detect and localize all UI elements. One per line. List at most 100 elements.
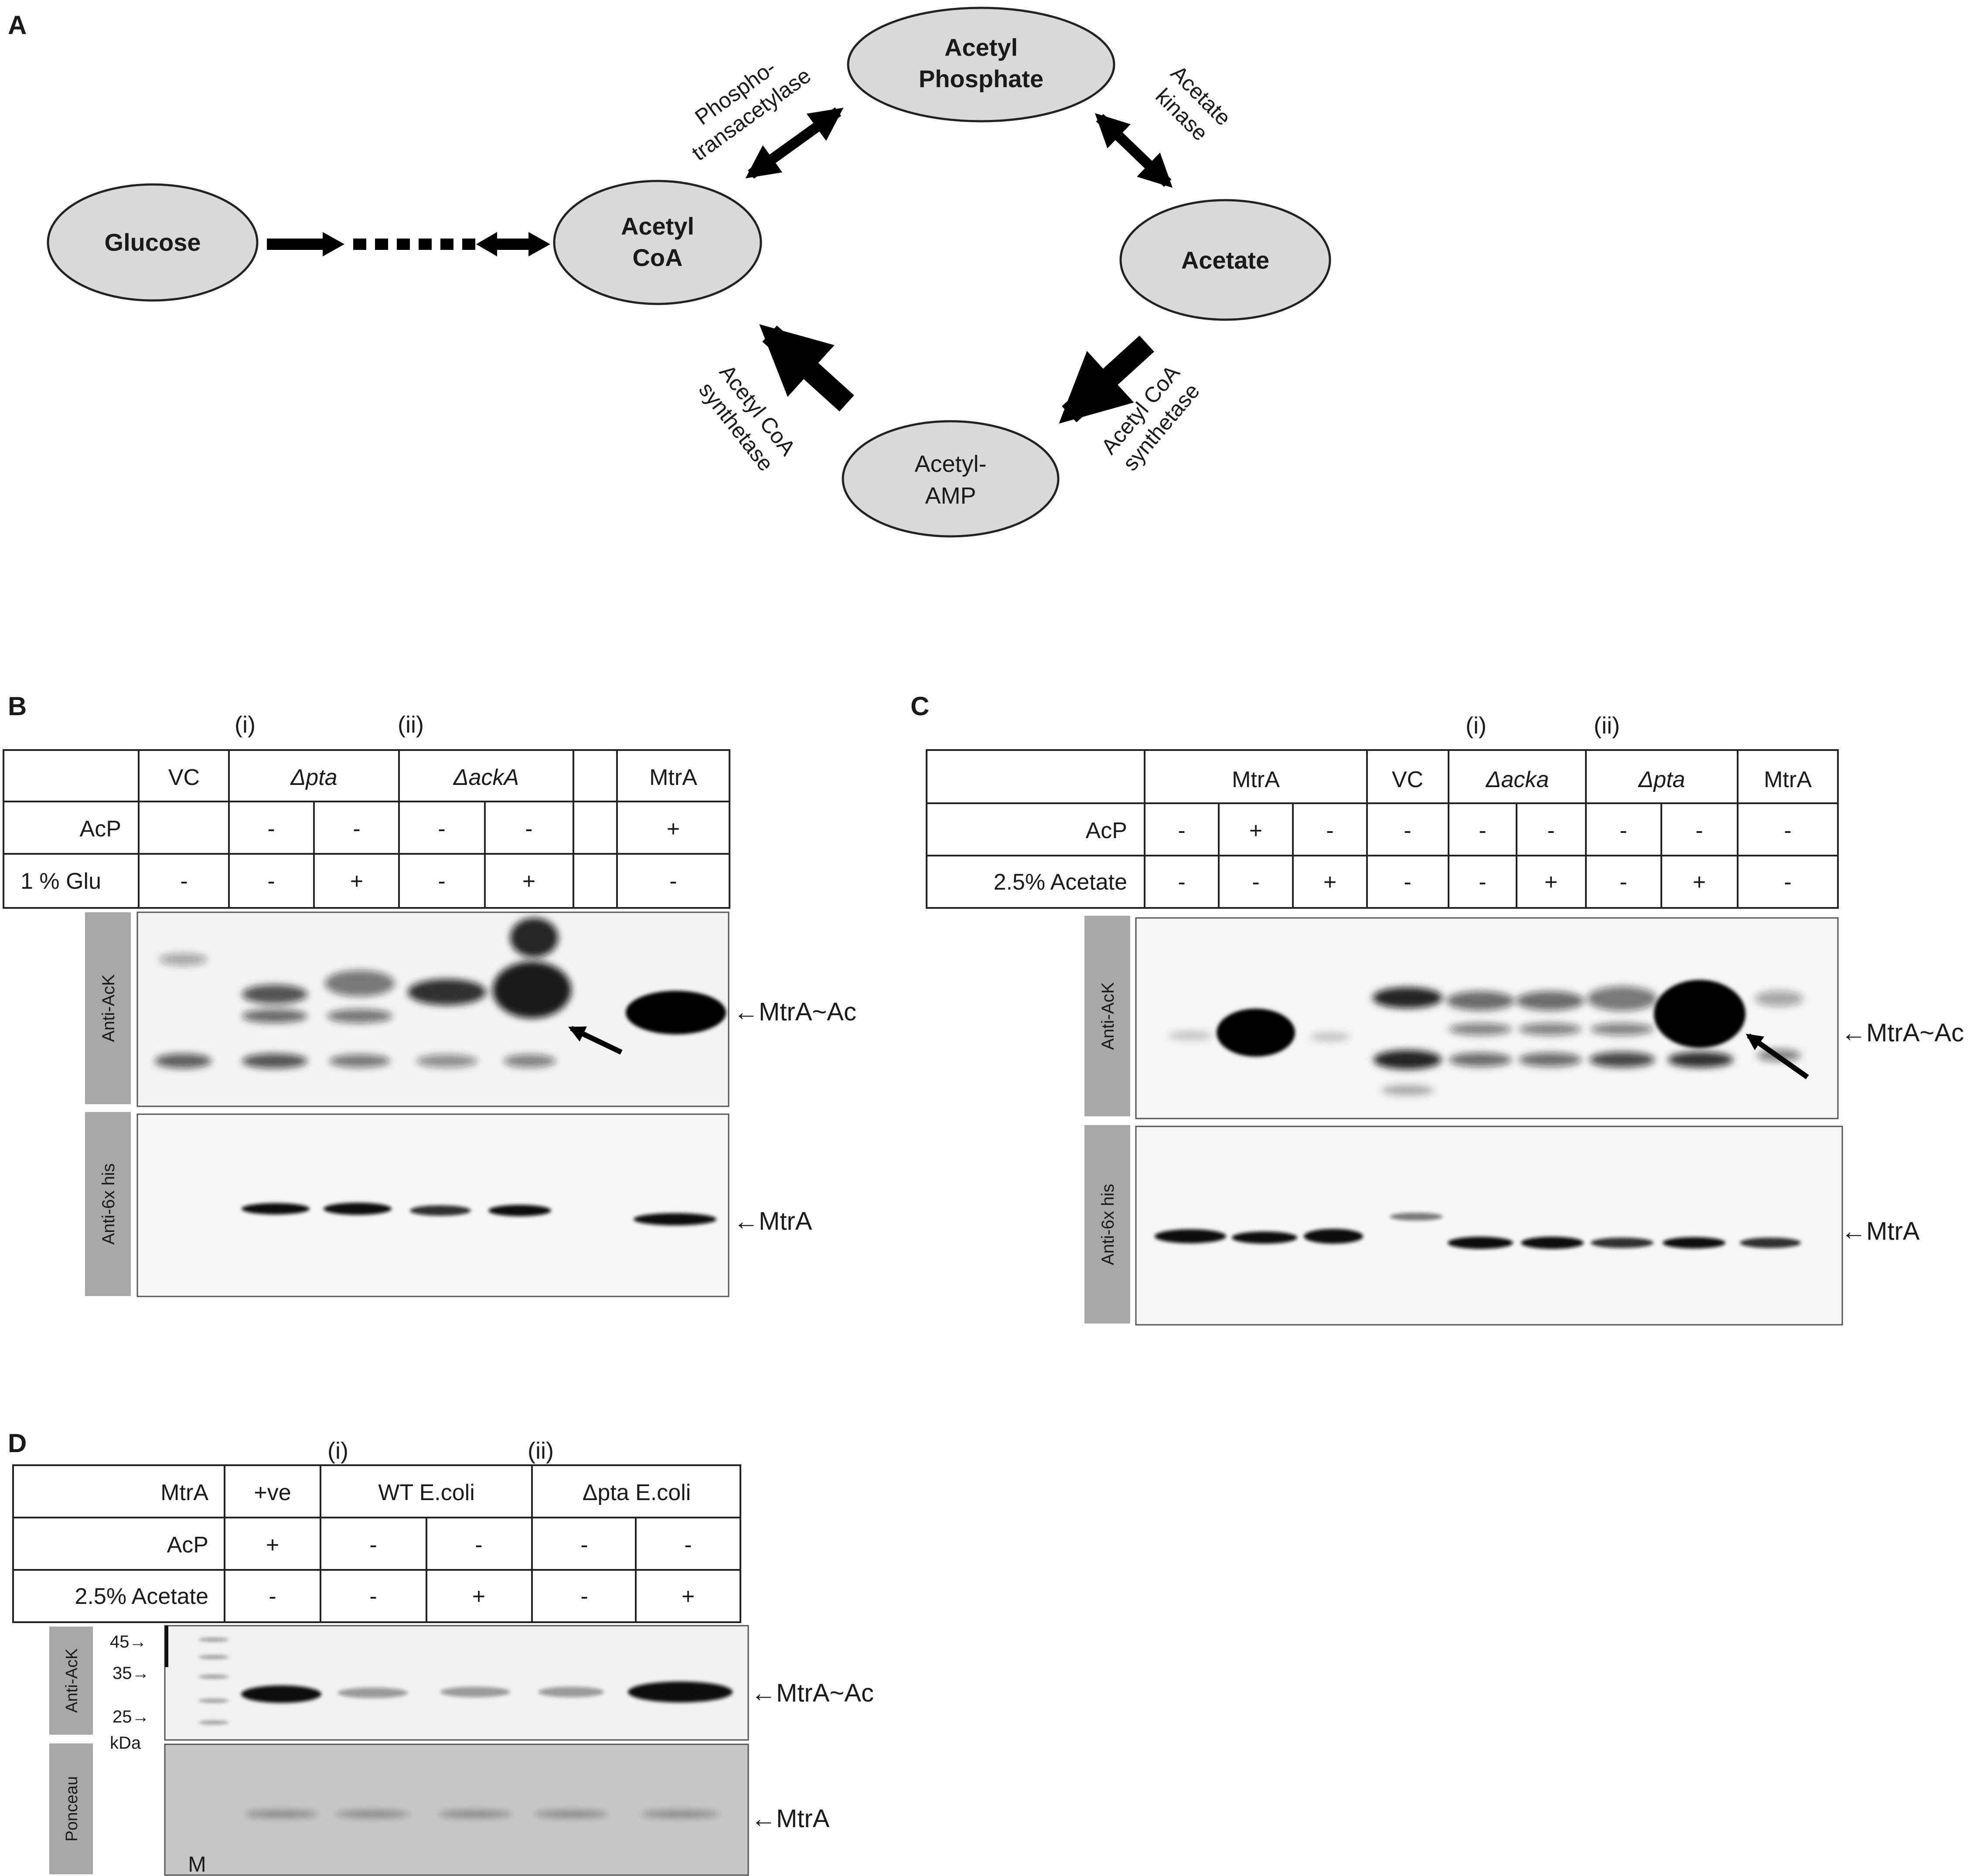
molecular-weight-ladder: 45→ 35→ 25→ kDa	[110, 1632, 150, 1753]
svg-text:-: -	[1178, 818, 1185, 843]
svg-text:-: -	[684, 1532, 692, 1558]
node-acetyl-coa: Acetyl CoA	[553, 180, 762, 305]
svg-text:-: -	[1178, 870, 1185, 895]
enzyme-label-acs-left: Acetyl CoA synthetase	[694, 360, 801, 476]
svg-text:-: -	[1404, 870, 1411, 895]
svg-text:Glucose: Glucose	[105, 229, 201, 256]
row-label-acp: AcP	[1086, 818, 1127, 843]
panel-c: C (i) (ii) MtrA VC Δacka Δpta MtrA AcP -…	[910, 692, 1964, 1326]
svg-text:CoA: CoA	[632, 244, 682, 271]
row-label-glu: 1 % Glu	[20, 869, 101, 894]
svg-text:-: -	[475, 1532, 482, 1558]
panel-d-condition-table	[12, 1464, 741, 1623]
marker-i: (i)	[327, 1438, 348, 1464]
svg-text:-: -	[1404, 818, 1411, 843]
marker-ii: (ii)	[1594, 713, 1620, 739]
panel-d-letter: D	[8, 1429, 27, 1458]
panel-b-blot-label-anti-ack: Anti-AcK	[85, 912, 131, 1104]
node-acetyl-phosphate: Acetyl Phosphate	[847, 7, 1115, 123]
header-wt-ecoli: WT E.coli	[378, 1480, 475, 1505]
header-mtra: MtrA	[649, 765, 697, 790]
svg-text:Acetyl-: Acetyl-	[914, 451, 986, 477]
panel-d: D (i) (ii) MtrA +ve WT E.coli Δpta E.col…	[8, 1429, 874, 1876]
panel-b-arrow-indicator	[568, 1026, 623, 1055]
svg-text:-: -	[1326, 818, 1333, 843]
row-label-acp: AcP	[167, 1532, 208, 1558]
marker-lane-label: M	[188, 1852, 206, 1876]
svg-text:+: +	[522, 869, 535, 894]
svg-text:-: -	[1784, 870, 1791, 895]
svg-text:-: -	[1479, 818, 1486, 843]
svg-text:-: -	[580, 1532, 588, 1558]
panel-d-table-text: MtrA +ve WT E.coli Δpta E.coli AcP + - -…	[75, 1480, 695, 1609]
svg-text:Ponceau: Ponceau	[63, 1776, 81, 1842]
panel-d-ponceau-blot: M	[164, 1743, 749, 1876]
svg-text:-: -	[1479, 870, 1486, 895]
node-acetyl-amp: Acetyl- AMP	[842, 420, 1060, 538]
svg-text:AMP: AMP	[925, 483, 976, 509]
svg-text:Acetyl: Acetyl	[621, 212, 694, 240]
svg-text:+: +	[1693, 870, 1706, 895]
panel-b: B (i) (ii) VC Δpta ΔackA MtrA AcP - - - …	[3, 692, 856, 1297]
marker-ii: (ii)	[528, 1438, 554, 1464]
svg-text:-: -	[267, 869, 275, 894]
marker-i: (i)	[1466, 713, 1486, 739]
svg-text:-: -	[669, 869, 677, 894]
svg-text:Anti-AcK: Anti-AcK	[99, 974, 118, 1042]
header-delta-acka: ΔackA	[453, 765, 519, 790]
svg-text:+: +	[1249, 818, 1262, 843]
row-label-acp: AcP	[80, 816, 121, 842]
node-glucose: Glucose	[47, 183, 259, 302]
svg-text:+: +	[350, 869, 363, 894]
panel-c-table-text: MtrA VC Δacka Δpta MtrA AcP - + - - - - …	[994, 767, 1812, 895]
enzyme-label-acka: Acetate kinase	[1151, 61, 1235, 145]
header-delta-acka: Δacka	[1485, 767, 1549, 792]
marker-i: (i)	[235, 712, 256, 738]
header-delta-pta: Δpta	[290, 765, 337, 790]
svg-text:+: +	[266, 1532, 279, 1558]
svg-text:-: -	[580, 1584, 588, 1609]
header-mtra-2: MtrA	[1764, 767, 1812, 792]
svg-text:Anti-6x his: Anti-6x his	[99, 1163, 118, 1245]
panel-d-band-label-mtra: ←MtrA	[751, 1804, 830, 1833]
panel-d-band-label-mtra-ac: ←MtrA~Ac	[751, 1679, 874, 1707]
header-delta-pta: Δpta	[1637, 767, 1685, 792]
svg-text:-: -	[1695, 818, 1703, 843]
svg-text:Anti-AcK: Anti-AcK	[1098, 982, 1118, 1050]
svg-text:-: -	[1252, 870, 1259, 895]
panel-c-blot-label-anti-his: Anti-6x his	[1084, 1125, 1130, 1323]
panel-b-condition-table	[3, 749, 730, 909]
svg-text:-: -	[353, 816, 360, 842]
panel-d-anti-ack-blot	[164, 1625, 749, 1741]
panel-b-letter: B	[8, 692, 27, 721]
svg-text:-: -	[525, 816, 532, 842]
svg-text:-: -	[438, 816, 445, 842]
acs-arrow-to-acetyl-amp	[1059, 335, 1154, 424]
row-label-acetate: 2.5% Acetate	[994, 870, 1127, 895]
panel-a: A Glucose Acetyl CoA Acetyl Phosphate Ac…	[8, 7, 1331, 538]
pta-double-arrow	[745, 107, 844, 179]
svg-text:25→: 25→	[112, 1707, 150, 1726]
svg-text:-: -	[267, 816, 275, 842]
panel-c-letter: C	[910, 692, 929, 721]
header-mtra: MtrA	[160, 1480, 208, 1505]
svg-text:-: -	[1619, 818, 1627, 843]
svg-text:Anti-AcK: Anti-AcK	[63, 1648, 81, 1713]
svg-text:-: -	[269, 1584, 276, 1609]
panel-b-blot-label-anti-his: Anti-6x his	[85, 1112, 131, 1296]
row-label-acetate: 2.5% Acetate	[75, 1584, 208, 1609]
svg-text:-: -	[1547, 818, 1554, 843]
svg-text:-: -	[180, 869, 187, 894]
panel-b-band-label-mtra: ←MtrA	[733, 1207, 812, 1235]
panel-a-letter: A	[8, 10, 27, 40]
svg-text:-: -	[369, 1584, 377, 1609]
node-acetate: Acetate	[1119, 199, 1331, 321]
svg-text:+: +	[682, 1584, 695, 1609]
svg-text:Acetyl: Acetyl	[944, 34, 1018, 61]
panel-b-anti-his-blot	[136, 1113, 730, 1297]
svg-text:Acetate: Acetate	[1181, 246, 1269, 274]
svg-text:+: +	[1544, 870, 1558, 895]
panel-c-band-label-mtra: ←MtrA	[1841, 1217, 1920, 1245]
svg-text:kDa: kDa	[110, 1733, 141, 1753]
